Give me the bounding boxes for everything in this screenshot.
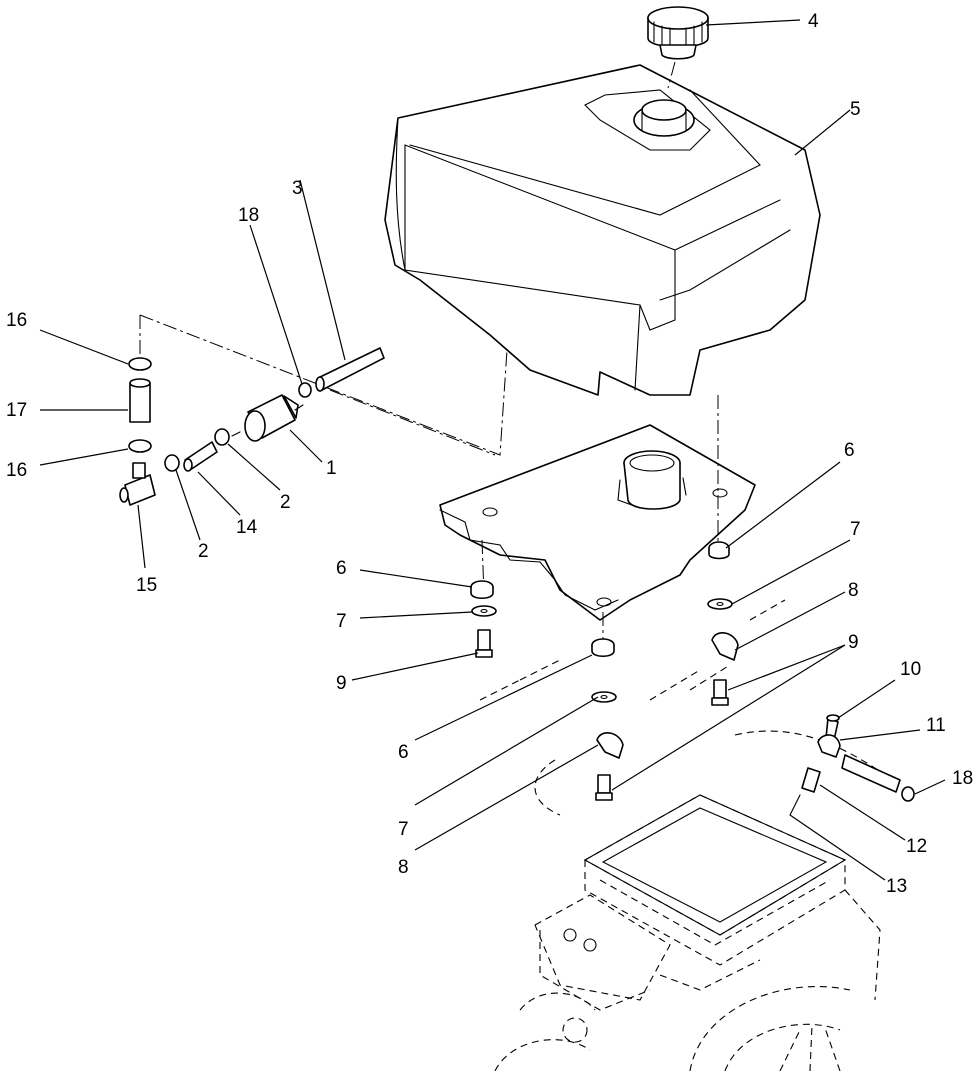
fuel-valve-parts <box>789 714 915 816</box>
callout-6: 6 <box>844 440 855 461</box>
callout-6: 6 <box>398 742 409 763</box>
callout-1: 1 <box>326 458 337 479</box>
callout-3: 3 <box>292 178 303 199</box>
callout-11: 11 <box>926 715 946 736</box>
callout-labels: 4 5 3 18 16 17 16 1 2 14 2 15 6 7 9 6 7 … <box>6 11 973 897</box>
callout-6: 6 <box>336 558 347 579</box>
callout-8: 8 <box>848 580 859 601</box>
callout-7: 7 <box>336 611 347 632</box>
callout-18: 18 <box>952 768 973 789</box>
callout-16: 16 <box>6 460 27 481</box>
callout-9: 9 <box>848 632 859 653</box>
engine-ghost <box>494 730 901 1071</box>
callout-10: 10 <box>900 659 921 680</box>
fuel-cap <box>647 6 709 89</box>
callout-15: 15 <box>136 575 157 596</box>
callout-8: 8 <box>398 857 409 878</box>
callout-2: 2 <box>198 541 209 562</box>
callout-13: 13 <box>886 876 907 897</box>
callout-12: 12 <box>906 836 927 857</box>
callout-7: 7 <box>398 819 409 840</box>
callout-18: 18 <box>238 205 259 226</box>
fuel-tank <box>384 64 821 396</box>
callout-7: 7 <box>850 519 861 540</box>
callout-4: 4 <box>808 11 819 32</box>
leader-lines <box>39 19 946 881</box>
callout-17: 17 <box>6 400 27 421</box>
tank-mounting-plate <box>439 424 786 701</box>
fuel-line-components <box>119 347 385 506</box>
assembly-center-lines <box>139 314 719 640</box>
callout-9: 9 <box>336 673 347 694</box>
callout-14: 14 <box>236 517 258 538</box>
callout-2: 2 <box>280 492 291 513</box>
callout-5: 5 <box>850 99 861 120</box>
callout-16: 16 <box>6 310 27 331</box>
